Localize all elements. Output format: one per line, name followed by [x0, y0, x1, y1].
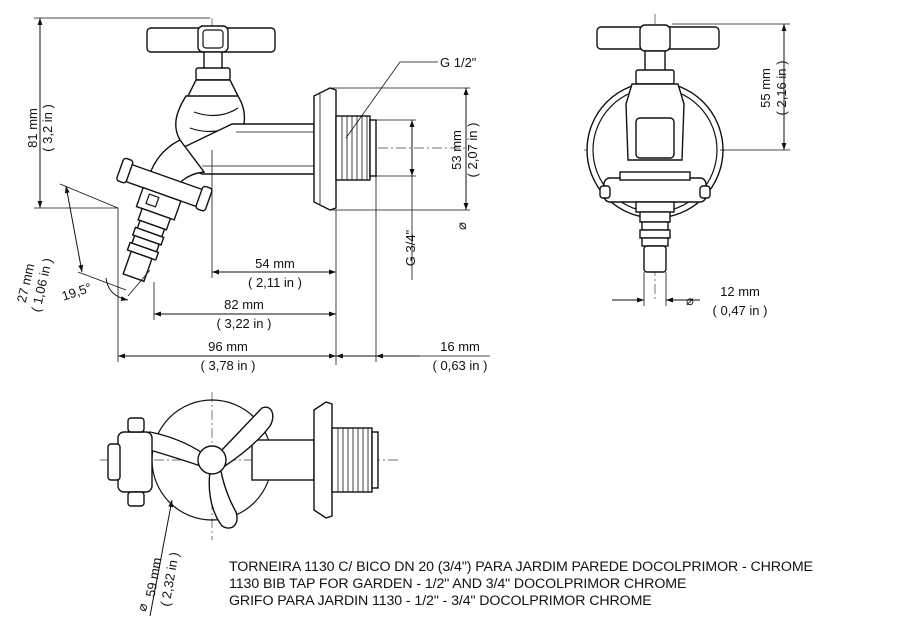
dim-16-mm: 16 mm	[440, 339, 480, 354]
dim-53-mm: 53 mm	[449, 130, 464, 170]
side-view: 81 mm ( 3,2 in ) G 1/2" ⌀ 53 mm ( 2,07 i…	[14, 17, 490, 373]
caption-line-pt: TORNEIRA 1130 C/ BICO DN 20 (3/4") PARA …	[229, 559, 813, 575]
thread-three-quarter-label: G 3/4"	[403, 229, 418, 266]
dim-81-mm: 81 mm	[25, 108, 40, 148]
dim-53-in: ( 2,07 in )	[465, 123, 480, 178]
dim-96-in: ( 3,78 in )	[201, 358, 256, 373]
flange	[313, 87, 337, 211]
angle-label: 19,5°	[60, 280, 94, 304]
dim-55-in: ( 2,16 in )	[774, 61, 789, 116]
thread-half	[335, 115, 371, 181]
dim-82-mm: 82 mm	[224, 297, 264, 312]
dim-96-mm: 96 mm	[208, 339, 248, 354]
dim-12-mm: 12 mm	[720, 284, 760, 299]
caption-block: TORNEIRA 1130 C/ BICO DN 20 (3/4") PARA …	[229, 559, 813, 610]
dim-81-in: ( 3,2 in )	[40, 104, 55, 152]
front-view: 55 mm ( 2,16 in ) ⌀ 12 mm ( 0,47 in )	[584, 14, 790, 318]
caption-line-en: 1130 BIB TAP FOR GARDEN - 1/2" AND 3/4" …	[229, 576, 687, 592]
dim-16-in: ( 0,63 in )	[433, 358, 488, 373]
dim-54-mm: 54 mm	[255, 256, 295, 271]
dim-55-mm: 55 mm	[758, 68, 773, 108]
dia-59-symbol: ⌀	[134, 602, 150, 612]
thread-half-label: G 1/2"	[440, 55, 477, 70]
dim-82-in: ( 3,22 in )	[217, 316, 272, 331]
caption-line-es: GRIFO PARA JARDIN 1130 - 1/2" - 3/4" DOC…	[229, 593, 652, 609]
dim-54-in: ( 2,11 in )	[248, 275, 302, 290]
dia-53-symbol: ⌀	[454, 222, 469, 230]
dim-59-mm: 59 mm	[143, 556, 165, 598]
nozzle	[122, 250, 153, 283]
dia-12-symbol: ⌀	[686, 293, 694, 308]
dim-12-in: ( 0,47 in )	[713, 303, 768, 318]
